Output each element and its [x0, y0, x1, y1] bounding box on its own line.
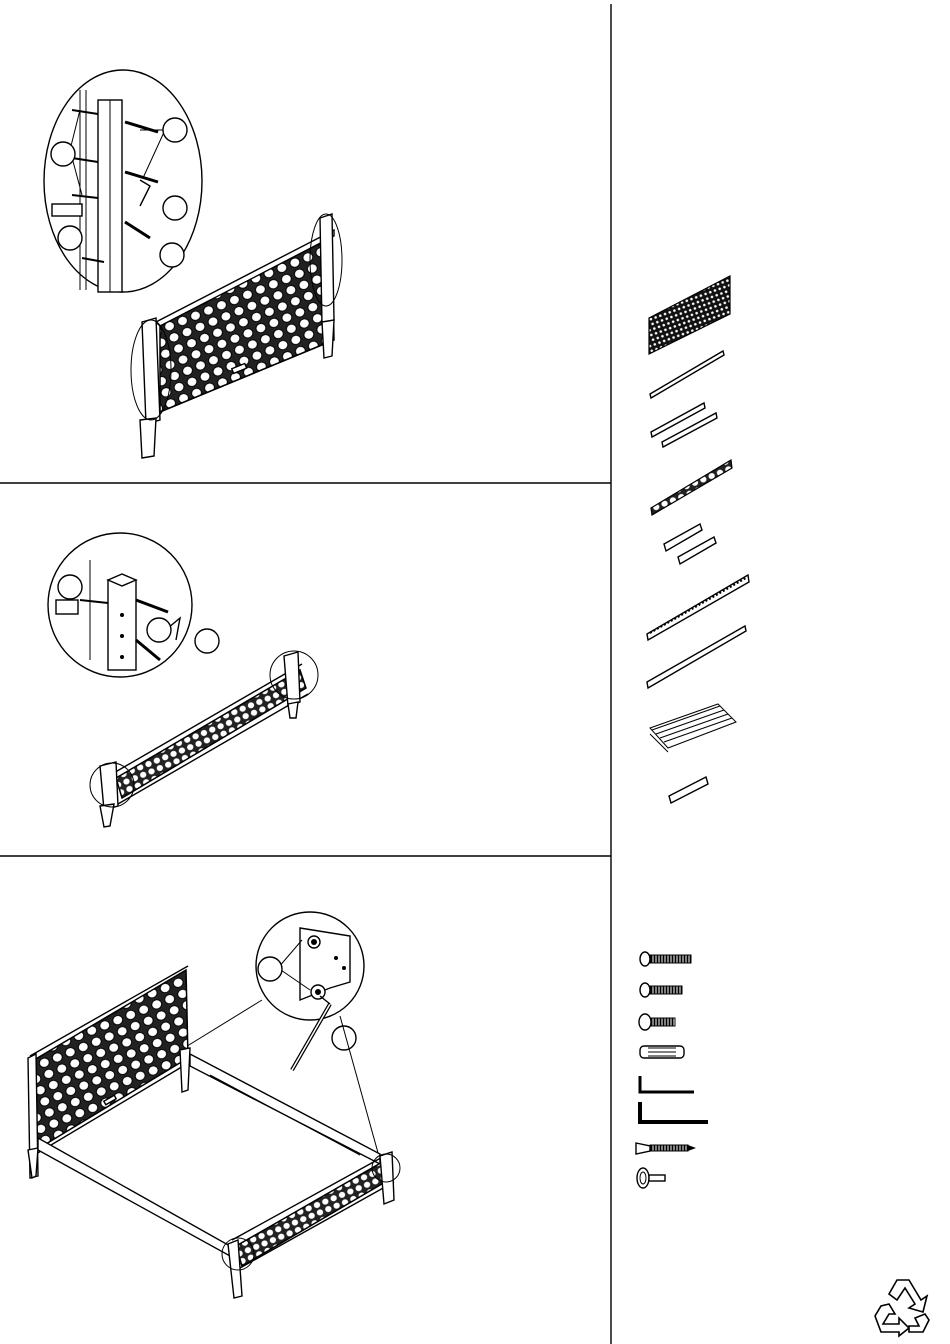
- short-rails-part: [651, 403, 717, 447]
- recycle-icon: [875, 1280, 929, 1336]
- headboard-panel: [160, 233, 334, 412]
- frame-headboard-panel: [34, 970, 188, 1150]
- callout-circle: [58, 226, 82, 250]
- short-bolt-icon: [639, 1014, 675, 1030]
- large-allen-key-icon: [640, 1102, 708, 1122]
- callout-circle: [163, 118, 187, 142]
- callout-circle: [258, 957, 282, 981]
- support-block-part: [669, 777, 708, 803]
- medium-bolt-icon: [640, 983, 682, 997]
- component-list: [647, 276, 749, 803]
- footboard-panel-part: [651, 460, 732, 515]
- callout-circle: [160, 243, 184, 267]
- bed-frame: [28, 966, 400, 1298]
- callout-circle: [147, 618, 171, 642]
- headboard-right-leg: [322, 320, 334, 358]
- headboard-right-post: [320, 214, 334, 324]
- step-2-footboard-assembly: [48, 533, 318, 827]
- step-1-headboard-assembly: [44, 70, 342, 458]
- callout-circle: [163, 196, 187, 220]
- side-blocks-part: [664, 524, 716, 564]
- hardware-list: [636, 952, 708, 1188]
- callout-circle: [195, 629, 219, 653]
- headboard-left-leg: [140, 418, 156, 458]
- headboard-panel-part: [649, 276, 730, 354]
- parts-panel: [636, 276, 749, 1188]
- wooden-dowel-icon: [640, 1046, 684, 1058]
- long-rail-part: [650, 351, 724, 398]
- long-bolt-icon: [640, 952, 691, 966]
- left-side-rail: [38, 1138, 230, 1256]
- frame-footboard-panel: [236, 1160, 392, 1266]
- callout-circle: [51, 142, 75, 166]
- wood-screw-icon: [636, 1143, 696, 1154]
- slats-part: [650, 704, 736, 752]
- step-2-detail-callout: [48, 533, 192, 677]
- footboard-left-post: [100, 762, 118, 810]
- footboard-right-leg: [288, 702, 298, 718]
- center-rail-part: [647, 626, 746, 688]
- headboard-left-post: [142, 318, 160, 424]
- footboard-panel: [116, 670, 306, 798]
- adjustable-glide-icon: [637, 1168, 665, 1188]
- small-allen-key-icon: [640, 1076, 694, 1092]
- right-side-rail: [190, 1054, 380, 1164]
- step-3-frame-assembly: [28, 912, 400, 1298]
- callout-circle: [58, 575, 82, 599]
